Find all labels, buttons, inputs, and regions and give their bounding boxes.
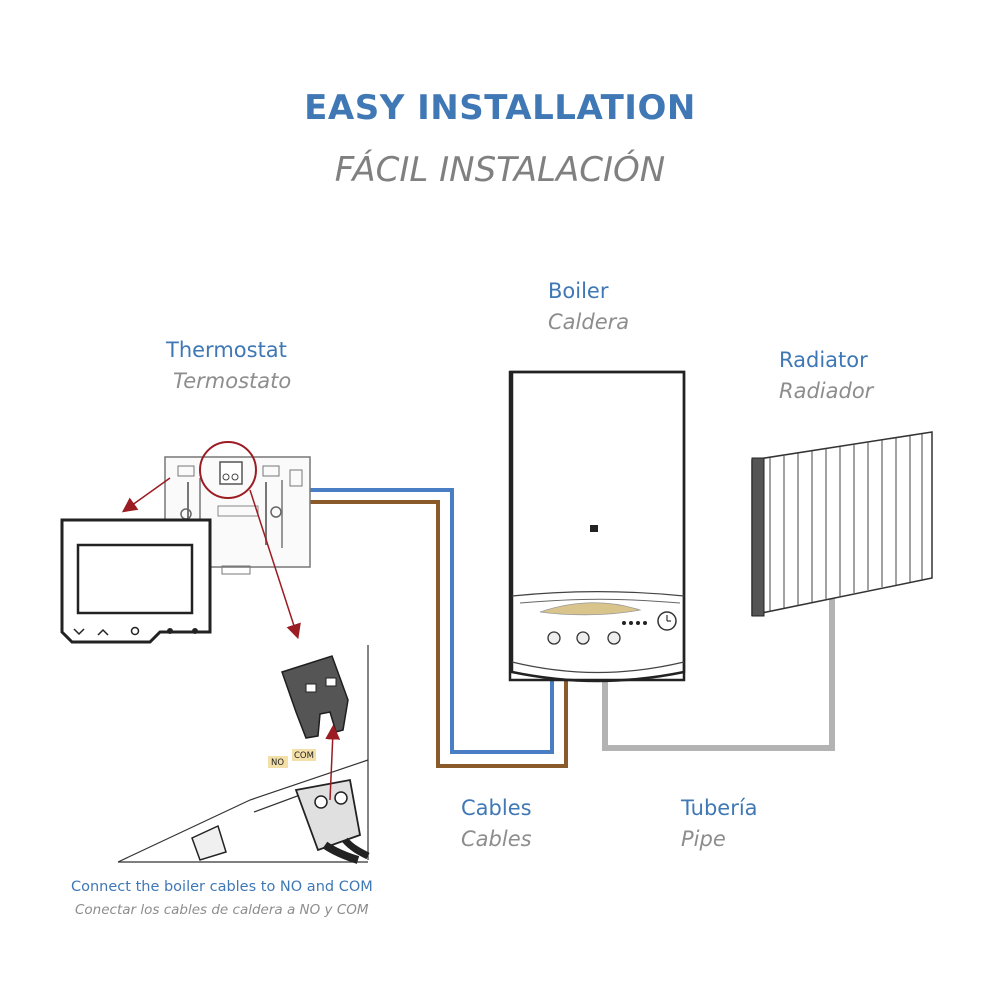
thermostat-unit-icon (60, 518, 212, 644)
boiler-icon (508, 370, 686, 683)
thermostat-label-es: Termostato (173, 369, 292, 393)
arrow-backplate-to-thermostat (121, 477, 171, 513)
cables-label-es: Cables (461, 827, 532, 851)
terminal-label-com: COM (294, 751, 314, 761)
cables-connection (310, 488, 568, 768)
title-english: EASY INSTALLATION (304, 88, 696, 128)
terminal-connector-icon (281, 655, 349, 739)
radiator-label: Radiator (779, 348, 868, 372)
cable-brown-line (310, 500, 568, 768)
connector-detail: NO COM (117, 645, 370, 864)
terminal-label-no: NO (271, 758, 284, 768)
arrow-zoom-to-connector (249, 489, 301, 640)
radiator-icon (751, 431, 933, 617)
pipe-line (602, 590, 835, 751)
instruction-text-es: Conectar los cables de caldera a NO y CO… (75, 902, 369, 918)
cable-blue-line (310, 488, 554, 754)
thermostat-label: Thermostat (166, 338, 287, 362)
pipe-label: Tubería (681, 796, 758, 820)
radiator-label-es: Radiador (779, 379, 874, 403)
arrow-plug-up (325, 724, 341, 801)
title-spanish: FÁCIL INSTALACIÓN (334, 150, 666, 190)
pipe-label-es: Pipe (681, 827, 726, 851)
boiler-label-es: Caldera (548, 310, 630, 334)
instruction-text: Connect the boiler cables to NO and COM (71, 879, 373, 895)
cables-label: Cables (461, 796, 532, 820)
boiler-label: Boiler (548, 279, 609, 303)
